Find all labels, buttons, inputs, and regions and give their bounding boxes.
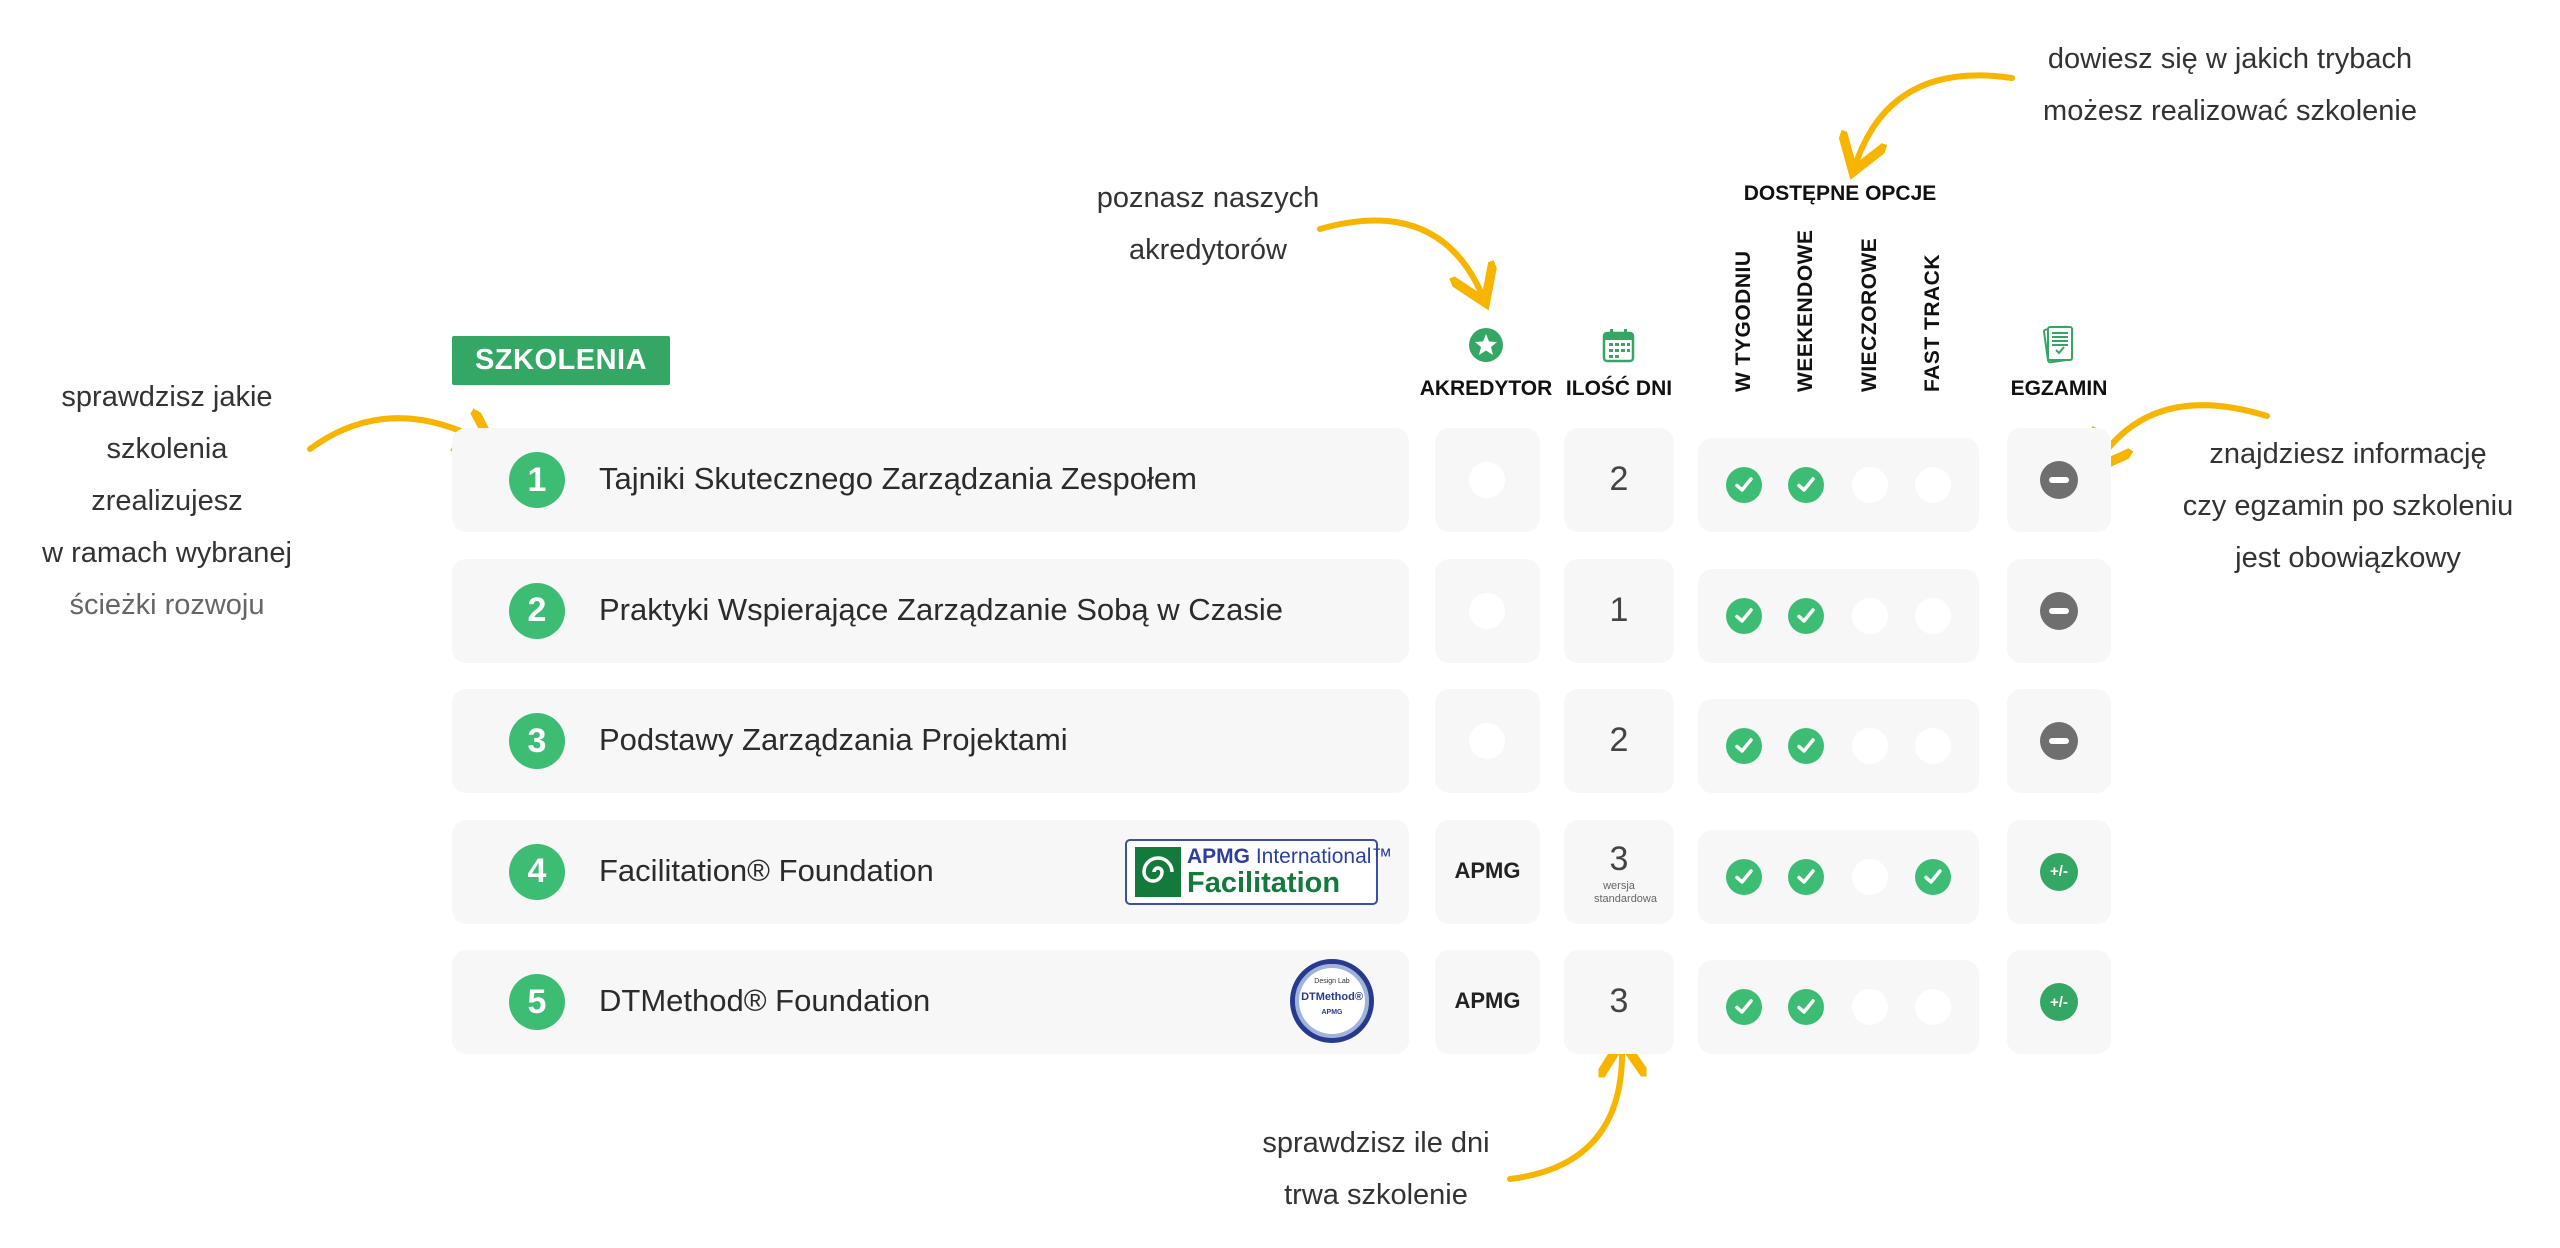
facilitation-logo: APMG International™ Facilitation bbox=[1125, 838, 1392, 905]
row-number: 5 bbox=[509, 974, 565, 1030]
annotation-line: ścieżki rozwoju bbox=[69, 589, 265, 621]
arrow-options bbox=[1855, 72, 2015, 166]
header-options-group: DOSTĘPNE OPCJE bbox=[1743, 182, 1937, 205]
empty-option-dot bbox=[1915, 728, 1951, 764]
star-icon bbox=[1469, 328, 1503, 362]
annotation-line: zrealizujesz bbox=[91, 485, 243, 517]
empty-option-dot bbox=[1852, 728, 1888, 764]
logo-bottom: APMG bbox=[1321, 1009, 1343, 1016]
row-number: 1 bbox=[509, 452, 565, 508]
header-accreditor: AKREDYTOR bbox=[1419, 377, 1553, 400]
empty-option-dot bbox=[1915, 989, 1951, 1025]
row-number: 3 bbox=[509, 713, 565, 769]
days-value: 1 bbox=[1609, 590, 1629, 629]
header-option-weekend: WEEKENDOWE bbox=[1794, 229, 1817, 393]
check-icon bbox=[1726, 467, 1762, 503]
annotation-options: dowiesz się w jakich trybach możesz real… bbox=[2043, 33, 2417, 137]
annotation-line: możesz realizować szkolenie bbox=[2043, 95, 2417, 127]
header-option-fast-track: FAST TRACK bbox=[1921, 254, 1944, 392]
training-title[interactable]: Facilitation® Foundation bbox=[599, 852, 934, 888]
accreditor-label: APMG bbox=[1454, 857, 1521, 883]
annotation-line: poznasz naszych bbox=[1096, 182, 1320, 214]
empty-option-dot bbox=[1915, 467, 1951, 503]
days-cell bbox=[1564, 558, 1674, 663]
exam-not-required-icon bbox=[2040, 461, 2078, 499]
annotation-line: czy egzamin po szkoleniu bbox=[2182, 490, 2514, 522]
annotation-line: jest obowiązkowy bbox=[2235, 542, 2461, 574]
exam-document-icon bbox=[2043, 325, 2073, 364]
annotation-line: sprawdzisz jakie bbox=[61, 381, 273, 413]
annotation-line: szkolenia bbox=[106, 433, 228, 465]
check-icon bbox=[1726, 989, 1762, 1025]
annotation-line: znajdziesz informację bbox=[2209, 438, 2487, 470]
logo-top: Design Lab bbox=[1314, 978, 1350, 985]
annotation-exam: znajdziesz informację czy egzamin po szk… bbox=[2183, 428, 2513, 584]
accreditor-empty-dot bbox=[1469, 462, 1505, 498]
logo-text-2: Facilitation bbox=[1187, 866, 1341, 899]
training-cell[interactable] bbox=[452, 950, 1409, 1054]
check-icon bbox=[1788, 728, 1824, 764]
accreditor-cell bbox=[1435, 950, 1540, 1054]
check-icon bbox=[1788, 858, 1824, 895]
header-exam: EGZAMIN bbox=[2010, 377, 2108, 400]
calendar-icon bbox=[1602, 329, 1635, 363]
empty-option-dot bbox=[1852, 989, 1888, 1025]
annotation-left: sprawdzisz jakie szkolenia zrealizujesz … bbox=[42, 371, 292, 631]
days-note: wersja standardowa bbox=[1594, 879, 1657, 905]
header-option-evening: WIECZOROWE bbox=[1858, 237, 1881, 392]
annotation-line: akredytorów bbox=[1129, 234, 1287, 266]
check-icon bbox=[1788, 467, 1824, 503]
check-icon bbox=[1726, 728, 1762, 764]
exam-not-required-icon bbox=[2040, 722, 2078, 760]
exam-optional-icon: +/- bbox=[2040, 852, 2078, 891]
check-icon bbox=[1788, 597, 1824, 634]
arrow-accreditor bbox=[1317, 217, 1483, 298]
annotation-days: sprawdzisz ile dni trwa szkolenie bbox=[1262, 1117, 1489, 1221]
row-number: 2 bbox=[509, 582, 565, 639]
check-icon bbox=[1788, 989, 1824, 1025]
training-cell[interactable] bbox=[452, 428, 1409, 532]
days-cell bbox=[1564, 428, 1674, 532]
accreditor-label: APMG bbox=[1454, 988, 1521, 1013]
days-value: 2 bbox=[1609, 460, 1629, 498]
days-cell bbox=[1564, 950, 1674, 1054]
annotation-accreditor: poznasz naszych akredytorów bbox=[1097, 172, 1319, 276]
logo-middle: DTMethod® bbox=[1301, 991, 1363, 1003]
annotation-line: dowiesz się w jakich trybach bbox=[2047, 43, 2413, 75]
training-title[interactable]: Tajniki Skutecznego Zarządzania Zespołem bbox=[599, 461, 1197, 496]
check-icon bbox=[1726, 858, 1762, 895]
empty-option-dot bbox=[1852, 597, 1888, 634]
arrow-days bbox=[1507, 1047, 1622, 1182]
check-icon bbox=[1726, 597, 1762, 634]
days-value: 3 bbox=[1609, 982, 1629, 1020]
row-number: 4 bbox=[509, 843, 565, 900]
swirl-icon bbox=[1135, 846, 1181, 897]
training-title[interactable]: DTMethod® Foundation bbox=[599, 983, 931, 1018]
accreditor-empty-dot bbox=[1469, 592, 1505, 629]
empty-option-dot bbox=[1852, 467, 1888, 503]
training-title[interactable]: Praktyki Wspierające Zarządzanie Sobą w … bbox=[599, 591, 1283, 627]
annotation-line: trwa szkolenie bbox=[1284, 1179, 1468, 1211]
empty-option-dot bbox=[1852, 858, 1888, 895]
check-icon bbox=[1915, 858, 1951, 895]
header-days: ILOŚĆ DNI bbox=[1565, 377, 1673, 400]
accreditor-empty-dot bbox=[1469, 723, 1505, 759]
training-cell[interactable] bbox=[452, 558, 1409, 663]
header-option-weekday: W TYGODNIU bbox=[1732, 250, 1755, 393]
annotation-line: w ramach wybranej bbox=[42, 537, 292, 569]
training-title[interactable]: Podstawy Zarządzania Projektami bbox=[599, 722, 1068, 757]
days-value: 2 bbox=[1609, 721, 1629, 759]
section-badge: SZKOLENIA bbox=[452, 336, 670, 385]
days-cell bbox=[1564, 819, 1674, 924]
training-cell[interactable] bbox=[452, 689, 1409, 793]
days-value: 3 bbox=[1609, 839, 1629, 878]
exam-optional-icon: +/- bbox=[2040, 983, 2078, 1021]
days-cell bbox=[1564, 689, 1674, 793]
empty-option-dot bbox=[1915, 597, 1951, 634]
logo-text-1: APMG International™ bbox=[1187, 844, 1393, 868]
exam-not-required-icon bbox=[2040, 591, 2078, 630]
annotation-line: sprawdzisz ile dni bbox=[1262, 1127, 1490, 1159]
accreditor-cell bbox=[1435, 819, 1540, 924]
